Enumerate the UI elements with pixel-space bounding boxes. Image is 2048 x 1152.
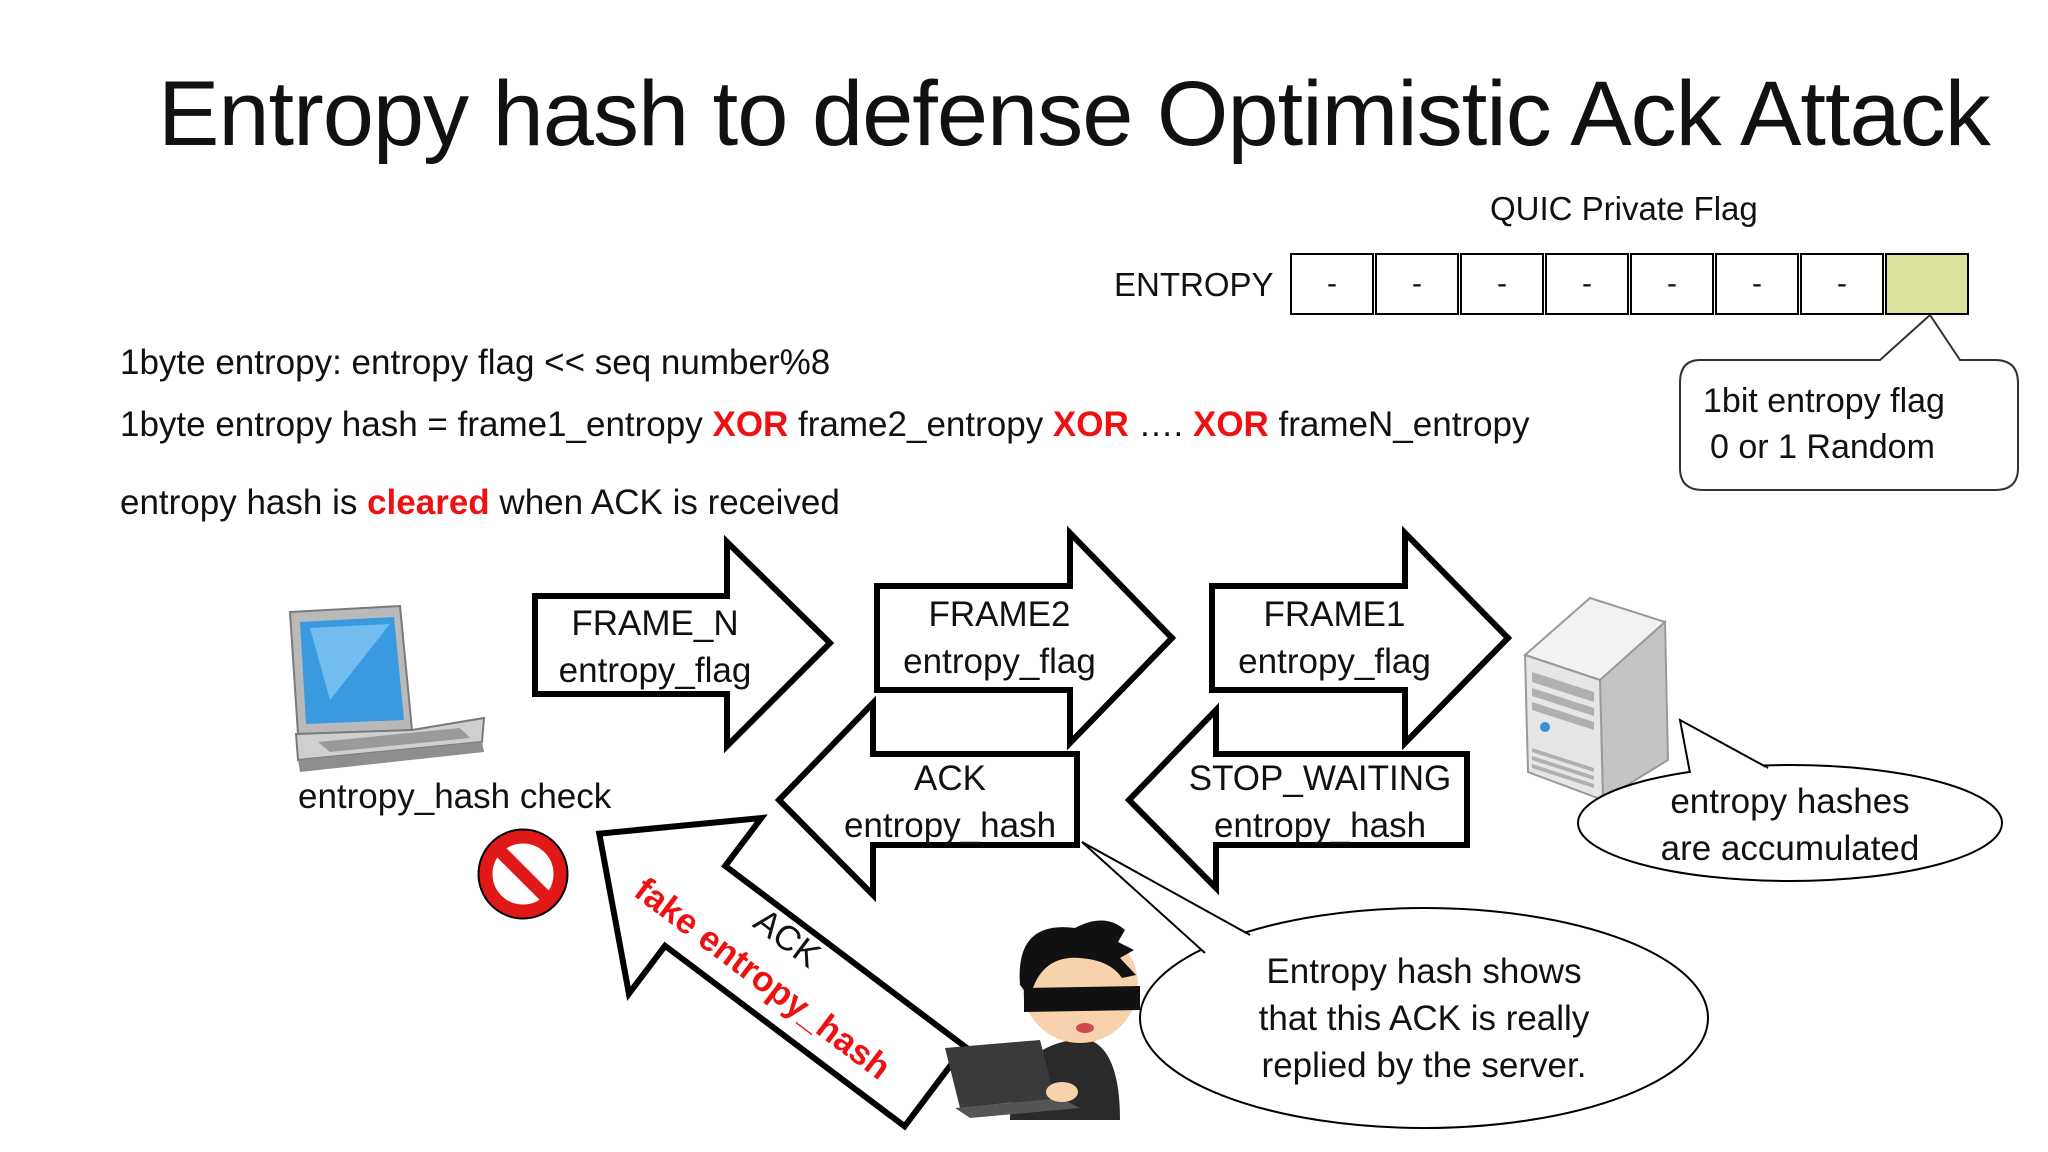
arrow-ack-line2: entropy_hash bbox=[843, 806, 1057, 845]
server-callout-text: entropy hashes are accumulated bbox=[1600, 778, 1980, 872]
entropy-callout-line1: 1bit entropy flag bbox=[1703, 382, 1945, 420]
entropy-definition: 1byte entropy: entropy flag << seq numbe… bbox=[120, 343, 831, 382]
entropy-hash-definition: 1byte entropy hash = frame1_entropy XOR … bbox=[120, 405, 1530, 445]
xor-operator: XOR bbox=[1052, 405, 1129, 444]
arrow-stop-waiting-line1: STOP_WAITING bbox=[1188, 759, 1452, 798]
arrow-stop-waiting-label: STOP_WAITING entropy_hash bbox=[1180, 755, 1460, 849]
xor-operator: XOR bbox=[1192, 405, 1269, 444]
hacker-icon bbox=[945, 920, 1140, 1120]
server-callout-line1: entropy hashes bbox=[1670, 782, 1910, 821]
entropy-flag-bit bbox=[1885, 253, 1969, 315]
server-icon bbox=[1523, 596, 1670, 802]
arrow-frame-n-line1: FRAME_N bbox=[571, 604, 739, 643]
arrow-frame1-shape bbox=[1209, 525, 1513, 751]
flag-bit-cell: - bbox=[1630, 253, 1714, 315]
private-flag-caption: QUIC Private Flag bbox=[1490, 190, 1758, 227]
entropy-callout-line2: 0 or 1 Random bbox=[1710, 428, 1935, 466]
xor-operator: XOR bbox=[712, 405, 789, 444]
arrow-stop-waiting-line2: entropy_hash bbox=[1213, 806, 1427, 845]
arrow-ack-label: ACK entropy_hash bbox=[830, 755, 1070, 849]
cleared-before: entropy hash is bbox=[120, 483, 368, 522]
arrow-fake-ack-shape bbox=[595, 814, 969, 1131]
flag-bit-cell: - bbox=[1375, 253, 1459, 315]
hash-def-prefix: 1byte entropy hash = frame1_entropy bbox=[120, 405, 713, 444]
attacker-callout-line3: replied by the server. bbox=[1261, 1046, 1587, 1085]
hash-def-mid2: …. bbox=[1128, 405, 1193, 444]
hash-def-mid1: frame2_entropy bbox=[788, 405, 1053, 444]
laptop-icon bbox=[288, 604, 486, 772]
flag-bit-cell: - bbox=[1460, 253, 1544, 315]
cleared-emphasis: cleared bbox=[367, 483, 490, 522]
arrow-frame2-label: FRAME2 entropy_flag bbox=[877, 591, 1122, 685]
flag-bit-cell: - bbox=[1290, 253, 1374, 315]
entropy-row-label: ENTROPY bbox=[1114, 266, 1274, 303]
flag-bit-cell: - bbox=[1715, 253, 1799, 315]
flag-bit-cell: - bbox=[1800, 253, 1884, 315]
arrow-frame1-line1: FRAME1 bbox=[1263, 595, 1406, 634]
attacker-callout-line1: Entropy hash shows bbox=[1266, 952, 1582, 991]
arrow-frame2-shape bbox=[874, 525, 1177, 751]
cleared-statement: entropy hash is cleared when ACK is rece… bbox=[120, 483, 840, 523]
arrow-frame2-line2: entropy_flag bbox=[903, 642, 1096, 681]
entropy-flag-callout-shape bbox=[1679, 313, 2019, 491]
attacker-callout-shape bbox=[1081, 841, 1709, 1129]
cleared-after: when ACK is received bbox=[489, 483, 840, 522]
arrow-ack-shape bbox=[774, 695, 1080, 903]
flag-bit-cell: - bbox=[1545, 253, 1629, 315]
server-callout-line2: are accumulated bbox=[1660, 829, 1920, 868]
hash-def-suffix: frameN_entropy bbox=[1268, 405, 1530, 444]
arrow-ack-line1: ACK bbox=[914, 759, 986, 798]
arrow-frame-n-line2: entropy_flag bbox=[558, 651, 752, 690]
arrow-frame1-label: FRAME1 entropy_flag bbox=[1212, 591, 1457, 685]
arrow-frame2-line1: FRAME2 bbox=[928, 595, 1071, 634]
arrow-frame-n-shape bbox=[532, 534, 835, 754]
arrow-frame-n-label: FRAME_N entropy_flag bbox=[535, 600, 775, 694]
client-caption: entropy_hash check bbox=[298, 777, 612, 816]
prohibited-icon bbox=[477, 828, 569, 920]
attacker-callout-line2: that this ACK is really bbox=[1258, 999, 1590, 1038]
server-callout-shape bbox=[1577, 718, 2003, 882]
slide-title: Entropy hash to defense Optimistic Ack A… bbox=[158, 63, 1991, 165]
arrow-stop-waiting-shape bbox=[1124, 702, 1470, 896]
attacker-callout-text: Entropy hash shows that this ACK is real… bbox=[1224, 948, 1624, 1089]
arrow-frame1-line2: entropy_flag bbox=[1238, 642, 1431, 681]
